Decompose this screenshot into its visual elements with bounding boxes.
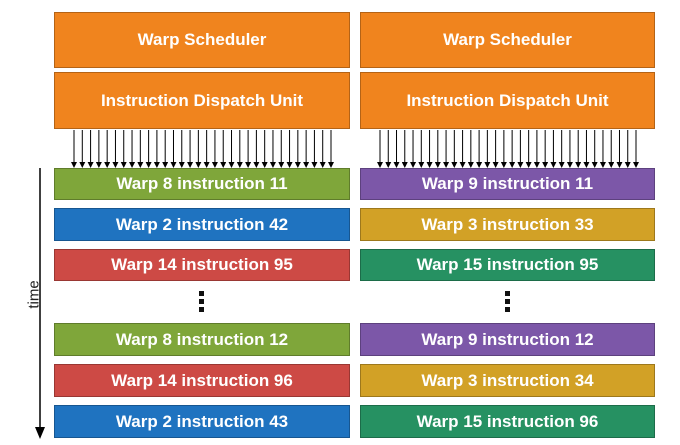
dispatch-unit-right-label: Instruction Dispatch Unit (406, 90, 609, 110)
warp-scheduler-right-label: Warp Scheduler (443, 30, 572, 49)
dispatch-arrows-left (71, 130, 334, 168)
dispatch-unit-right: Instruction Dispatch Unit (360, 72, 655, 129)
warp-scheduler-left: Warp Scheduler (54, 12, 350, 68)
instruction-label: Warp 15 instruction 95 (416, 255, 599, 274)
instruction-right-4: Warp 9 instruction 12 (360, 323, 655, 356)
instruction-label: Warp 14 instruction 95 (111, 255, 293, 274)
instruction-left-5: Warp 14 instruction 96 (54, 364, 350, 397)
instruction-left-6: Warp 2 instruction 43 (54, 405, 350, 438)
dispatch-unit-left: Instruction Dispatch Unit (54, 72, 350, 129)
instruction-right-5: Warp 3 instruction 34 (360, 364, 655, 397)
instruction-label: Warp 3 instruction 34 (421, 370, 594, 390)
instruction-left-4: Warp 8 instruction 12 (54, 323, 350, 356)
instruction-label: Warp 3 instruction 33 (421, 214, 594, 234)
instruction-label: Warp 2 instruction 42 (115, 214, 289, 234)
instruction-right-3: Warp 15 instruction 95 (360, 249, 655, 281)
instruction-label: Warp 14 instruction 96 (111, 370, 293, 390)
instruction-left-3: Warp 14 instruction 95 (54, 249, 350, 281)
instruction-label: Warp 2 instruction 43 (115, 411, 289, 431)
instruction-label: Warp 8 instruction 11 (116, 174, 288, 193)
instruction-right-6: Warp 15 instruction 96 (360, 405, 655, 438)
instruction-right-2: Warp 3 instruction 33 (360, 208, 655, 241)
instruction-label: Warp 15 instruction 96 (416, 411, 599, 431)
dispatch-arrows-right (377, 130, 639, 168)
time-axis-label: time (25, 280, 43, 309)
dispatch-unit-left-label: Instruction Dispatch Unit (100, 90, 304, 110)
instruction-left-2: Warp 2 instruction 42 (54, 208, 350, 241)
instruction-left-1: Warp 8 instruction 11 (54, 168, 350, 200)
warp-scheduler-left-label: Warp Scheduler (137, 30, 267, 49)
instruction-label: Warp 9 instruction 11 (421, 174, 594, 193)
instruction-right-1: Warp 9 instruction 11 (360, 168, 655, 200)
instruction-label: Warp 9 instruction 12 (421, 329, 594, 349)
warp-scheduler-right: Warp Scheduler (360, 12, 655, 68)
instruction-label: Warp 8 instruction 12 (115, 329, 289, 349)
ellipsis-right (505, 291, 511, 315)
ellipsis-left (199, 291, 205, 315)
